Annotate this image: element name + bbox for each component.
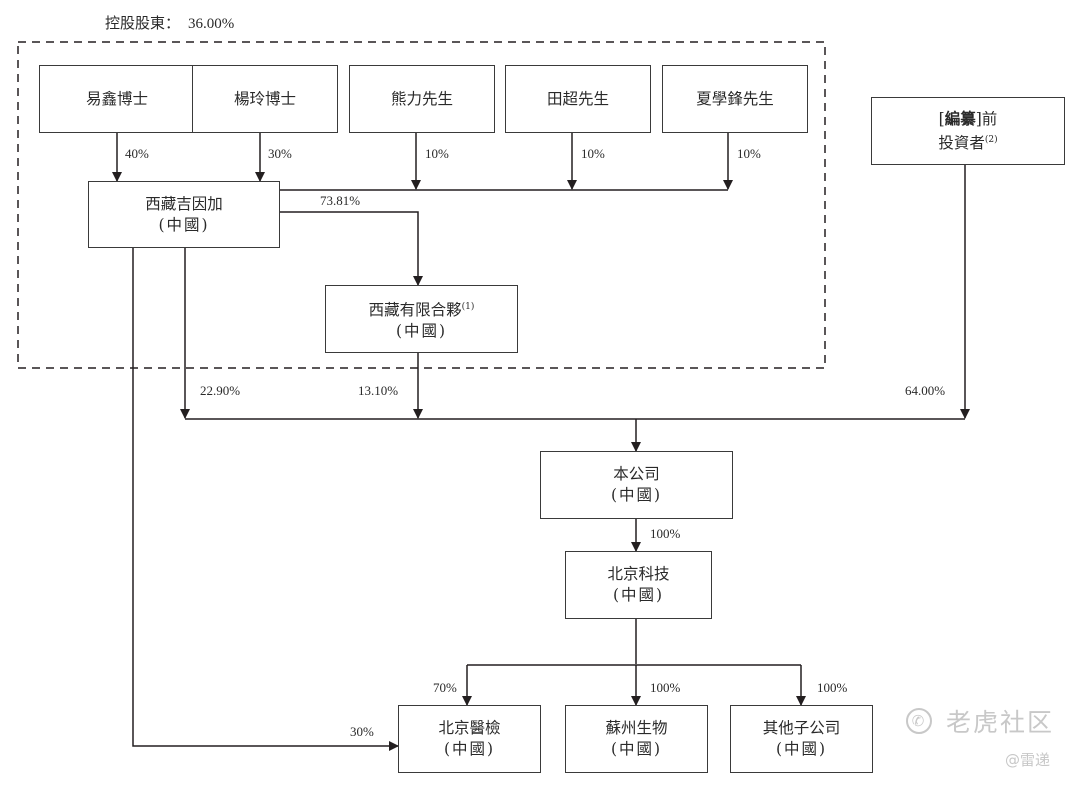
controlling-shareholders-group — [17, 41, 826, 369]
node-suzhou-bio: 蘇州生物 (中國) — [565, 705, 708, 773]
pct-jiyinjia-to-lp: 73.81% — [320, 193, 361, 208]
node-label: 西藏有限合夥(1) — [368, 300, 475, 319]
tiger-logo-icon: ✆ — [906, 708, 932, 734]
watermark-brand-text: 老虎社区 — [946, 708, 1055, 737]
edge-jiyinjia-to-beijing-lab — [132, 248, 399, 751]
node-region: (中國) — [158, 215, 210, 234]
pct-jiyinjia-to-beijing-lab: 30% — [350, 724, 374, 739]
node-label: 夏學鋒先生 — [696, 89, 774, 108]
node-label: 其他子公司 — [762, 719, 841, 737]
controlling-stake-value: 36.00% — [188, 16, 235, 32]
pct-tech-to-beijing-lab: 70% — [433, 680, 457, 695]
watermark-brand: ✆ 老虎社区 — [906, 703, 1054, 739]
pct-xia-xuefeng: 10% — [737, 146, 761, 161]
node-tibet-jiyinjia: 西藏吉因加 (中國) — [88, 181, 280, 248]
node-label-line2: 投資者(2) — [938, 134, 998, 152]
node-label: 北京科技 — [607, 565, 670, 583]
node-xiong-li: 熊力先生 — [349, 65, 495, 133]
pct-tech-to-other-subs: 100% — [817, 680, 848, 695]
node-region: (中國) — [610, 740, 663, 758]
node-region: (中國) — [610, 486, 663, 504]
node-tibet-lp: 西藏有限合夥(1) (中國) — [325, 285, 518, 353]
node-yi-xin: 易鑫博士 — [39, 65, 195, 133]
node-label: [編纂]前 — [938, 109, 998, 128]
node-label: 易鑫博士 — [85, 89, 148, 108]
pct-yang-ling-to-jiyinjia: 30% — [268, 146, 292, 161]
pct-jiyinjia-to-company: 22.90% — [200, 383, 241, 398]
node-pre-investors: [編纂]前 投資者(2) — [871, 97, 1065, 165]
node-label: 田超先生 — [546, 89, 609, 108]
node-label: 熊力先生 — [390, 89, 453, 108]
edge-jiyinjia-to-lp — [280, 211, 423, 286]
node-beijing-tech: 北京科技 (中國) — [565, 551, 712, 619]
pct-xiong-li: 10% — [425, 146, 449, 161]
node-label: 本公司 — [613, 465, 660, 483]
footnote-marker: (2) — [984, 135, 998, 145]
node-label: 北京醫檢 — [438, 719, 501, 737]
node-region: (中國) — [612, 586, 665, 604]
node-beijing-lab: 北京醫檢 (中國) — [398, 705, 541, 773]
node-company: 本公司 (中國) — [540, 451, 733, 519]
node-label: 蘇州生物 — [605, 719, 668, 737]
pct-lp-to-company: 13.10% — [358, 383, 399, 398]
watermark-user: @雷递 — [1005, 751, 1051, 769]
node-yang-ling: 楊玲博士 — [192, 65, 338, 133]
pct-yi-xin-to-jiyinjia: 40% — [125, 146, 149, 161]
node-region: (中國) — [775, 740, 828, 758]
footnote-marker: (1) — [461, 301, 475, 312]
node-region: (中國) — [443, 740, 496, 758]
pct-company-to-tech: 100% — [650, 526, 681, 541]
node-label: 楊玲博士 — [233, 89, 296, 108]
node-other-subs: 其他子公司 (中國) — [730, 705, 873, 773]
node-tian-chao: 田超先生 — [505, 65, 651, 133]
node-region: (中國) — [395, 321, 448, 340]
controlling-shareholders-label: 控股股東： 36.00% — [105, 12, 234, 33]
controlling-label-text: 控股股東： — [105, 14, 181, 32]
node-xia-xuefeng: 夏學鋒先生 — [662, 65, 808, 133]
pct-investors-to-company: 64.00% — [905, 383, 946, 398]
pct-tech-to-suzhou-bio: 100% — [650, 680, 681, 695]
node-label: 西藏吉因加 — [145, 194, 223, 213]
pct-tian-chao: 10% — [581, 146, 605, 161]
